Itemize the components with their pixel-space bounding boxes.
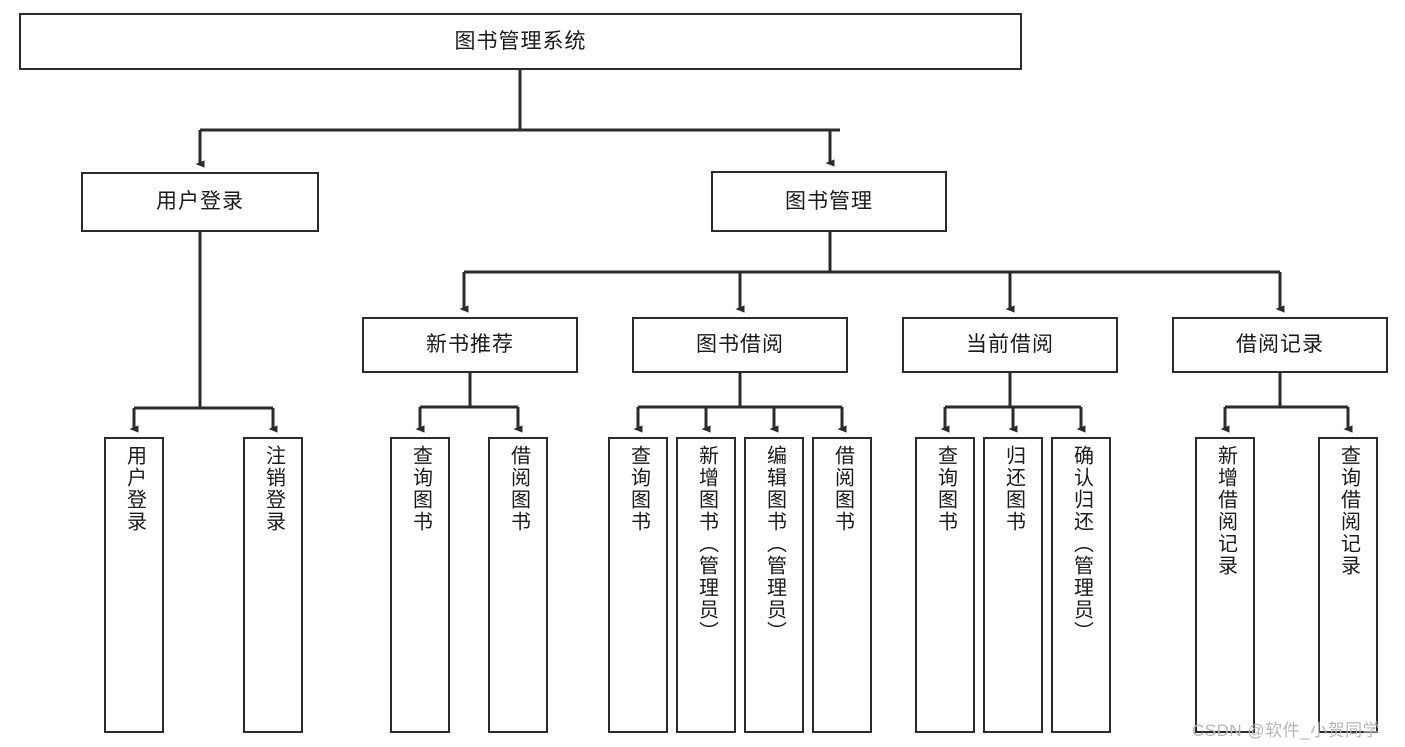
node-book-borrow-label: 图书借阅 (696, 333, 784, 357)
node-leaf-borrow-book-1[interactable]: 借阅图书 (488, 437, 548, 733)
csdn-watermark: CSDN @软件_小贺同学 (1192, 721, 1381, 740)
node-leaf-query-record[interactable]: 查询借阅记录 (1318, 437, 1378, 733)
node-leaf-add-record-label: 新增借阅记录 (1214, 445, 1237, 577)
node-leaf-logout-label: 注销登录 (262, 445, 285, 533)
node-new-book-rec-label: 新书推荐 (426, 333, 514, 357)
node-leaf-confirm-return[interactable]: 确认归还（管理员） (1051, 437, 1111, 733)
node-leaf-query-record-label: 查询借阅记录 (1337, 445, 1360, 577)
node-leaf-edit-book-label: 编辑图书（管理员） (763, 445, 786, 643)
node-book-manage[interactable]: 图书管理 (711, 171, 947, 232)
node-user-login-label: 用户登录 (156, 190, 244, 214)
node-leaf-logout[interactable]: 注销登录 (243, 437, 303, 733)
node-leaf-return-book-label: 归还图书 (1002, 445, 1025, 533)
node-leaf-borrow-book-2[interactable]: 借阅图书 (812, 437, 872, 733)
node-current-borrow[interactable]: 当前借阅 (902, 317, 1118, 373)
node-book-manage-label: 图书管理 (785, 189, 873, 213)
node-leaf-user-login-label: 用户登录 (123, 445, 146, 533)
node-leaf-query-book-3[interactable]: 查询图书 (915, 437, 975, 733)
node-leaf-confirm-return-label: 确认归还（管理员） (1070, 445, 1093, 643)
node-new-book-rec[interactable]: 新书推荐 (362, 317, 578, 373)
node-leaf-query-book-3-label: 查询图书 (934, 445, 957, 533)
node-user-login[interactable]: 用户登录 (81, 172, 319, 232)
node-leaf-query-book-2[interactable]: 查询图书 (608, 437, 668, 733)
node-current-borrow-label: 当前借阅 (966, 333, 1054, 357)
node-leaf-add-book-label: 新增图书（管理员） (695, 445, 718, 643)
node-root-label: 图书管理系统 (454, 29, 587, 53)
node-leaf-user-login[interactable]: 用户登录 (104, 437, 164, 733)
node-leaf-query-book-1-label: 查询图书 (409, 445, 432, 533)
node-root[interactable]: 图书管理系统 (19, 13, 1022, 70)
node-leaf-query-book-1[interactable]: 查询图书 (390, 437, 450, 733)
node-borrow-record-label: 借阅记录 (1236, 333, 1324, 357)
node-book-borrow[interactable]: 图书借阅 (632, 317, 848, 373)
node-leaf-query-book-2-label: 查询图书 (627, 445, 650, 533)
node-leaf-borrow-book-1-label: 借阅图书 (507, 445, 530, 533)
node-leaf-add-book[interactable]: 新增图书（管理员） (676, 437, 736, 733)
node-leaf-borrow-book-2-label: 借阅图书 (831, 445, 854, 533)
node-leaf-return-book[interactable]: 归还图书 (983, 437, 1043, 733)
node-leaf-add-record[interactable]: 新增借阅记录 (1195, 437, 1255, 733)
node-borrow-record[interactable]: 借阅记录 (1172, 317, 1388, 373)
node-leaf-edit-book[interactable]: 编辑图书（管理员） (744, 437, 804, 733)
